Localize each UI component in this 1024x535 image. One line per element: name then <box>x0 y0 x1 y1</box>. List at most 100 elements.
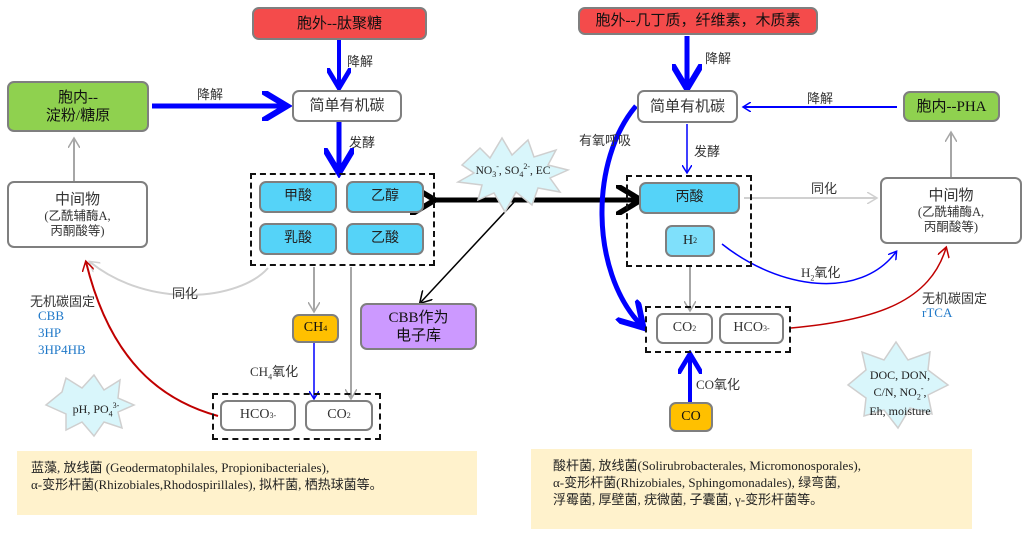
node-extracellular-peptidoglycan: 胞外--肽聚糖 <box>252 7 427 40</box>
taxa-line: 酸杆菌, 放线菌(Solirubrobacterales, Micromonos… <box>553 458 861 473</box>
node-simple-organic-carbon-left: 简单有机碳 <box>292 90 402 122</box>
label-aerobic-respiration: 有氧呼吸 <box>579 133 632 148</box>
superscript: 3- <box>112 401 120 410</box>
node-lactic-acid: 乳酸 <box>259 223 337 255</box>
label-assimilate-left: 同化 <box>172 286 199 301</box>
node-ethanol: 乙醇 <box>346 181 424 213</box>
fermentation-products-group <box>250 173 435 266</box>
intermediate-line2: (乙酰辅酶A, <box>44 208 111 223</box>
text: NO <box>475 164 493 177</box>
node-intermediate-right: 中间物 (乙酰辅酶A, 丙酮酸等) <box>880 177 1022 244</box>
factor-star-middle <box>455 136 571 214</box>
factor-text-middle: NO3-, SO42-, EC <box>458 160 568 182</box>
factor-text-right: DOC, DON, C/N, NO2-, Eh, moisture <box>850 368 950 418</box>
intermediate-title: 中间物 <box>54 191 100 208</box>
intermediate-line2: (乙酰辅酶A, <box>917 204 985 219</box>
text: 氧化 <box>814 265 841 280</box>
superscript: - <box>273 410 277 420</box>
arrow-h2-oxidation <box>721 243 896 285</box>
text: , <box>923 385 927 399</box>
intermediate-title: 中间物 <box>928 187 974 204</box>
text: , EC <box>529 164 551 177</box>
node-simple-organic-carbon-right: 简单有机碳 <box>637 90 738 123</box>
subscript: 3 <box>492 170 497 180</box>
label-assimilate-right: 同化 <box>811 181 838 196</box>
superscript: - <box>920 384 924 393</box>
subscript: 2 <box>346 410 351 420</box>
inorganic-carbon-group-right <box>645 306 791 353</box>
arrow-fix-right <box>790 248 946 329</box>
inorganic-carbon-group-left <box>212 393 381 440</box>
label-co-oxidation: CO氧化 <box>696 377 741 392</box>
subscript: 4 <box>519 170 524 180</box>
text: 氧化 <box>272 364 299 379</box>
subscript: 4 <box>268 372 273 382</box>
node-acetic-acid: 乙酸 <box>346 223 424 255</box>
factor-star-right <box>846 340 950 430</box>
node-propionic-acid: 丙酸 <box>639 182 740 214</box>
node-label: 胞外--几丁质，纤维素，木质素 <box>595 13 801 29</box>
taxa-line: 蓝藻, 放线菌 (Geodermatophilales, Propionibac… <box>31 460 330 475</box>
taxa-line: α-变形杆菌(Rhizobiales, Sphingomonadales), 绿… <box>553 475 841 490</box>
node-extracellular-chitin-cellulose-lignin: 胞外--几丁质，纤维素，木质素 <box>578 7 818 35</box>
text-line2: C/N, NO2-, <box>850 382 950 404</box>
node-label: 乙醇 <box>371 188 399 204</box>
taxa-line: 浮霉菌, 厚壁菌, 疣微菌, 子囊菌, γ-变形杆菌等。 <box>553 492 824 507</box>
superscript: - <box>496 162 499 171</box>
node-label: CO <box>672 320 693 336</box>
arrow-assimilate-left <box>90 262 269 296</box>
node-label: CH <box>303 320 324 336</box>
superscript: 2- <box>523 162 530 171</box>
node-cbb-electron-sink: CBB作为 电子库 <box>360 303 477 350</box>
intermediate-line3: 丙酮酸等) <box>50 223 105 238</box>
node-label: HCO <box>733 320 763 336</box>
label-degrade-1: 降解 <box>347 54 374 69</box>
label-h2-oxidation: H2氧化 <box>801 262 840 283</box>
label-degrade-4: 降解 <box>807 91 834 106</box>
node-label: 简单有机碳 <box>649 98 725 115</box>
node-label-line2: 淀粉/糖原 <box>45 107 111 124</box>
node-label: 简单有机碳 <box>309 98 385 114</box>
node-label-line1: 胞内-- <box>58 89 98 106</box>
label-inorganic-fix-right: 无机碳固定 <box>922 291 988 306</box>
subscript: 3 <box>762 323 767 333</box>
taxa-panel-right: 酸杆菌, 放线菌(Solirubrobacterales, Micromonos… <box>531 449 972 529</box>
taxa-line: α-变形杆菌(Rhizobiales,Rhodospirillales), 拟杆… <box>31 477 383 492</box>
text: C/N, NO <box>873 385 917 399</box>
node-intracellular-pha: 胞内--PHA <box>903 91 1000 122</box>
intermediate-line3: 丙酮酸等) <box>923 219 979 234</box>
subscript: 2 <box>693 236 698 246</box>
node-formic-acid: 甲酸 <box>259 181 337 213</box>
label-pathway-rtca: rTCA <box>922 305 953 320</box>
node-label: 胞外--肽聚糖 <box>297 15 382 32</box>
node-label-line1: CBB作为 <box>388 309 449 326</box>
text: pH, PO <box>72 402 109 416</box>
node-label-line2: 电子库 <box>395 327 441 344</box>
arrow-fix-left <box>86 262 219 417</box>
node-label: 丙酸 <box>675 189 704 205</box>
node-label: H <box>682 232 694 248</box>
subscript: 4 <box>323 323 328 333</box>
label-ch4-oxidation: CH4氧化 <box>250 361 298 382</box>
arrow-aerobic-respiration <box>599 104 640 324</box>
subscript: 2 <box>916 392 921 402</box>
node-label: CO <box>681 408 701 424</box>
node-label: 胞内--PHA <box>916 98 987 115</box>
node-carbon-monoxide: CO <box>669 402 713 432</box>
subscript: 3 <box>269 410 274 420</box>
label-ferment-left: 发酵 <box>349 135 376 150</box>
label-degrade-3: 降解 <box>705 51 732 66</box>
superscript: - <box>766 323 770 333</box>
label-pathway-3hp: 3HP <box>38 325 62 340</box>
text: H <box>801 265 811 280</box>
node-intracellular-starch: 胞内-- 淀粉/糖原 <box>7 81 149 132</box>
node-label: 甲酸 <box>284 188 312 204</box>
taxa-panel-left: 蓝藻, 放线菌 (Geodermatophilales, Propionibac… <box>17 451 477 515</box>
text: CH <box>250 364 269 379</box>
